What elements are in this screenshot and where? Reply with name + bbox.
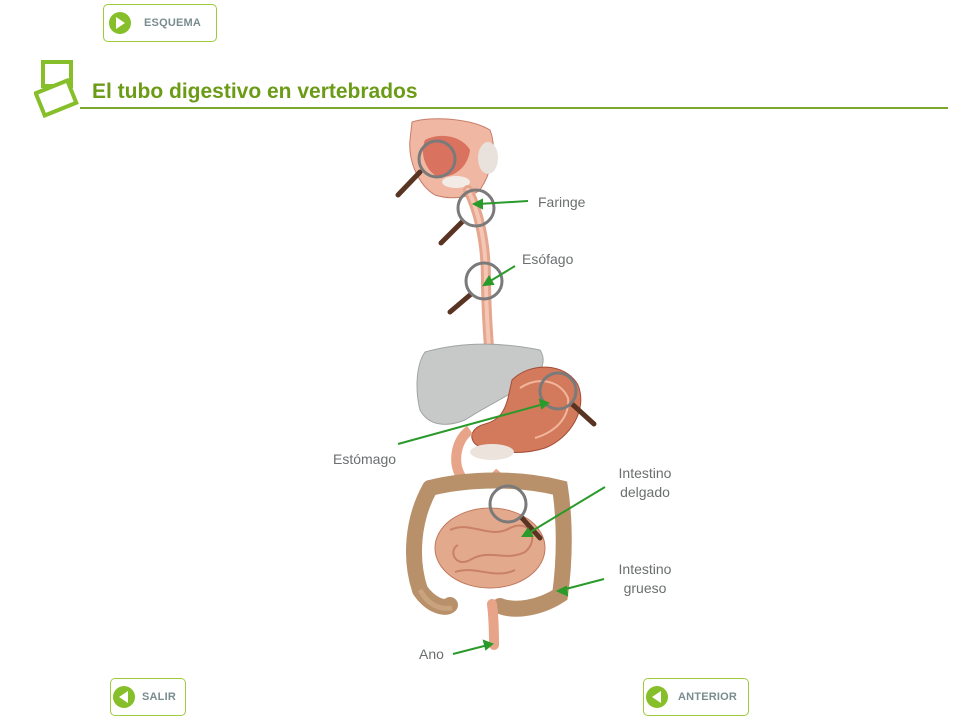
book-logo-icon: [34, 60, 79, 118]
play-left-icon: [113, 686, 135, 708]
label-faringe: Faringe: [538, 194, 586, 210]
play-left-icon: [646, 686, 668, 708]
magnifier-icon: [488, 484, 543, 541]
salir-button[interactable]: SALIR: [110, 678, 186, 716]
label-intestino-delgado-line2: delgado: [620, 484, 670, 500]
anterior-button-label: ANTERIOR: [678, 691, 738, 703]
magnifier-icon: [395, 139, 457, 198]
label-esofago: Esófago: [522, 251, 574, 267]
anterior-button[interactable]: ANTERIOR: [643, 678, 749, 716]
page-title: El tubo digestivo en vertebrados: [92, 80, 418, 103]
magnifier-icon: [538, 371, 597, 427]
label-estomago: Estómago: [333, 451, 396, 467]
label-intestino-grueso-line2: grueso: [624, 580, 667, 596]
esquema-button[interactable]: ESQUEMA: [103, 4, 217, 42]
esquema-button-label: ESQUEMA: [144, 17, 202, 29]
label-intestino-delgado-line1: Intestino: [619, 465, 672, 481]
magnifier-icon: [447, 261, 504, 315]
label-ano: Ano: [419, 646, 444, 662]
salir-button-label: SALIR: [142, 691, 176, 703]
label-intestino-grueso-line1: Intestino: [619, 561, 672, 577]
magnifier-icon: [438, 188, 496, 246]
pointer-lines: [397, 198, 606, 655]
title-divider: [80, 107, 948, 109]
play-right-icon: [109, 12, 131, 34]
